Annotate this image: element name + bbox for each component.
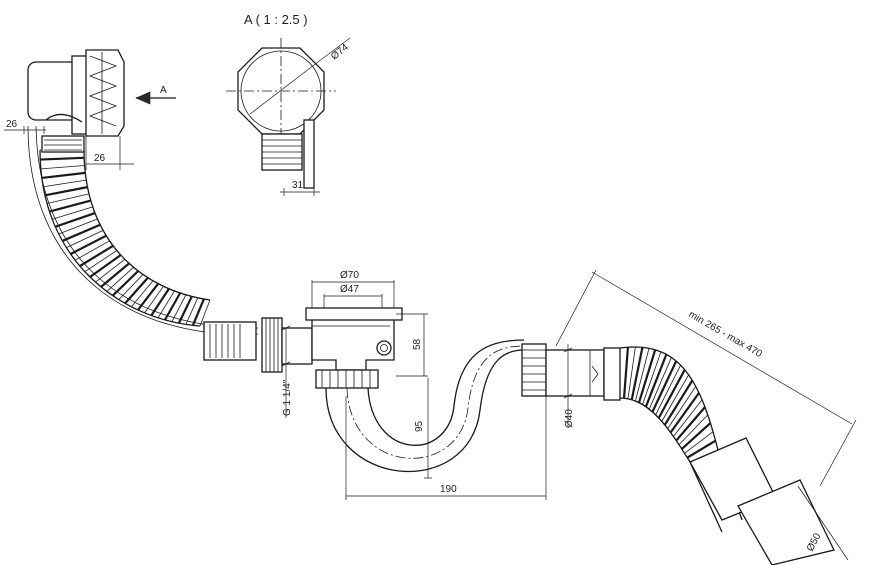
hose-rib: [686, 439, 717, 459]
hose-rib: [43, 179, 87, 188]
hose-rib: [70, 234, 107, 256]
trap-depth-dim: 95: [414, 378, 432, 479]
hose-rib: [40, 156, 85, 161]
corrugated-hose: [27, 125, 259, 361]
hose-rib: [637, 349, 657, 403]
outlet-height-dim: 58: [396, 313, 428, 377]
hose-rib: [191, 298, 205, 326]
hose-rib: [681, 422, 712, 450]
hose-rib: [673, 399, 703, 437]
hose-rib: [644, 353, 668, 408]
hose-rib: [124, 277, 149, 305]
trap-length-value: 190: [440, 484, 457, 495]
detail-dim-width: 31: [292, 180, 304, 191]
hose-rib: [79, 244, 114, 267]
hose-rib: [41, 171, 86, 180]
hose-rib: [622, 347, 630, 399]
view-arrow-label: A: [160, 85, 167, 96]
hose-rib: [171, 294, 187, 322]
hose-rib: [61, 223, 101, 242]
outlet-thread-label: G 1 1/4": [282, 379, 293, 416]
hose-rib: [44, 186, 88, 197]
outlet-dia-inner: Ø47: [340, 284, 359, 295]
hose-rib: [675, 406, 706, 442]
hose-rib: [74, 240, 110, 261]
hose-rib: [157, 290, 175, 319]
hose-rib: [684, 431, 714, 454]
hose-rib: [199, 299, 211, 327]
trap-dia-value: Ø40: [564, 409, 575, 428]
hose-rib: [84, 250, 118, 272]
hose-rib: [185, 297, 199, 325]
overflow-dim-left: 26: [4, 119, 46, 134]
hose-rib: [100, 262, 130, 288]
hose-rib: [106, 267, 134, 292]
hose-rib: [40, 165, 85, 170]
hose-rib: [177, 295, 193, 324]
detail-title: A ( 1 : 2.5 ): [244, 12, 308, 27]
hose-rib: [49, 199, 92, 213]
outlet-dia-dims: Ø70 Ø47: [311, 270, 395, 308]
hose-rib: [131, 280, 154, 308]
hose-rib: [164, 292, 182, 321]
trap-dia-dim: Ø40: [563, 344, 575, 428]
hose-rib: [58, 218, 98, 235]
outlet-body: [261, 307, 403, 389]
hose-rib: [651, 360, 678, 413]
hose-rib: [52, 206, 93, 220]
hose-rib: [111, 270, 139, 297]
flex-length-value: min 265 - max 470: [687, 309, 765, 360]
trap-depth-value: 95: [414, 420, 425, 432]
detail-dia-cap: Ø74: [329, 42, 351, 63]
hose-rib: [661, 374, 689, 422]
hose-rib: [655, 364, 681, 416]
hose-rib: [150, 288, 170, 317]
hose-rib: [663, 379, 694, 426]
hose-rib: [630, 347, 644, 400]
detail-view-a: A ( 1 : 2.5 ) Ø74 31: [226, 12, 351, 196]
hose-rib: [95, 258, 126, 283]
overflow-dim-bottom: 26: [85, 136, 134, 170]
hose-rib: [669, 392, 700, 434]
hose-rib: [66, 229, 104, 248]
hose-rib: [667, 386, 697, 429]
flex-hose: [603, 346, 835, 565]
hose-rib: [46, 193, 90, 204]
hose-rib: [635, 348, 650, 402]
outlet-dia-outer: Ø70: [340, 270, 359, 281]
hose-rib: [642, 351, 662, 405]
hose-rib: [144, 286, 164, 314]
hose-rib: [627, 346, 636, 399]
hose-rib: [89, 254, 122, 278]
hose-rib: [678, 414, 709, 446]
outlet-thread-dim: G 1 1/4": [281, 325, 293, 418]
hose-rib: [54, 212, 96, 228]
hose-rib: [648, 357, 672, 410]
overflow-head: [27, 49, 125, 137]
outlet-height-value: 58: [412, 338, 423, 350]
trap-length-dim: 190: [345, 396, 547, 500]
view-arrow: A: [135, 85, 176, 105]
hose-rib: [118, 274, 144, 300]
overflow-dim-left-value: 26: [6, 119, 18, 130]
overflow-dim-bottom-value: 26: [94, 153, 106, 164]
hose-rib: [657, 369, 686, 419]
hose-rib: [137, 282, 160, 311]
